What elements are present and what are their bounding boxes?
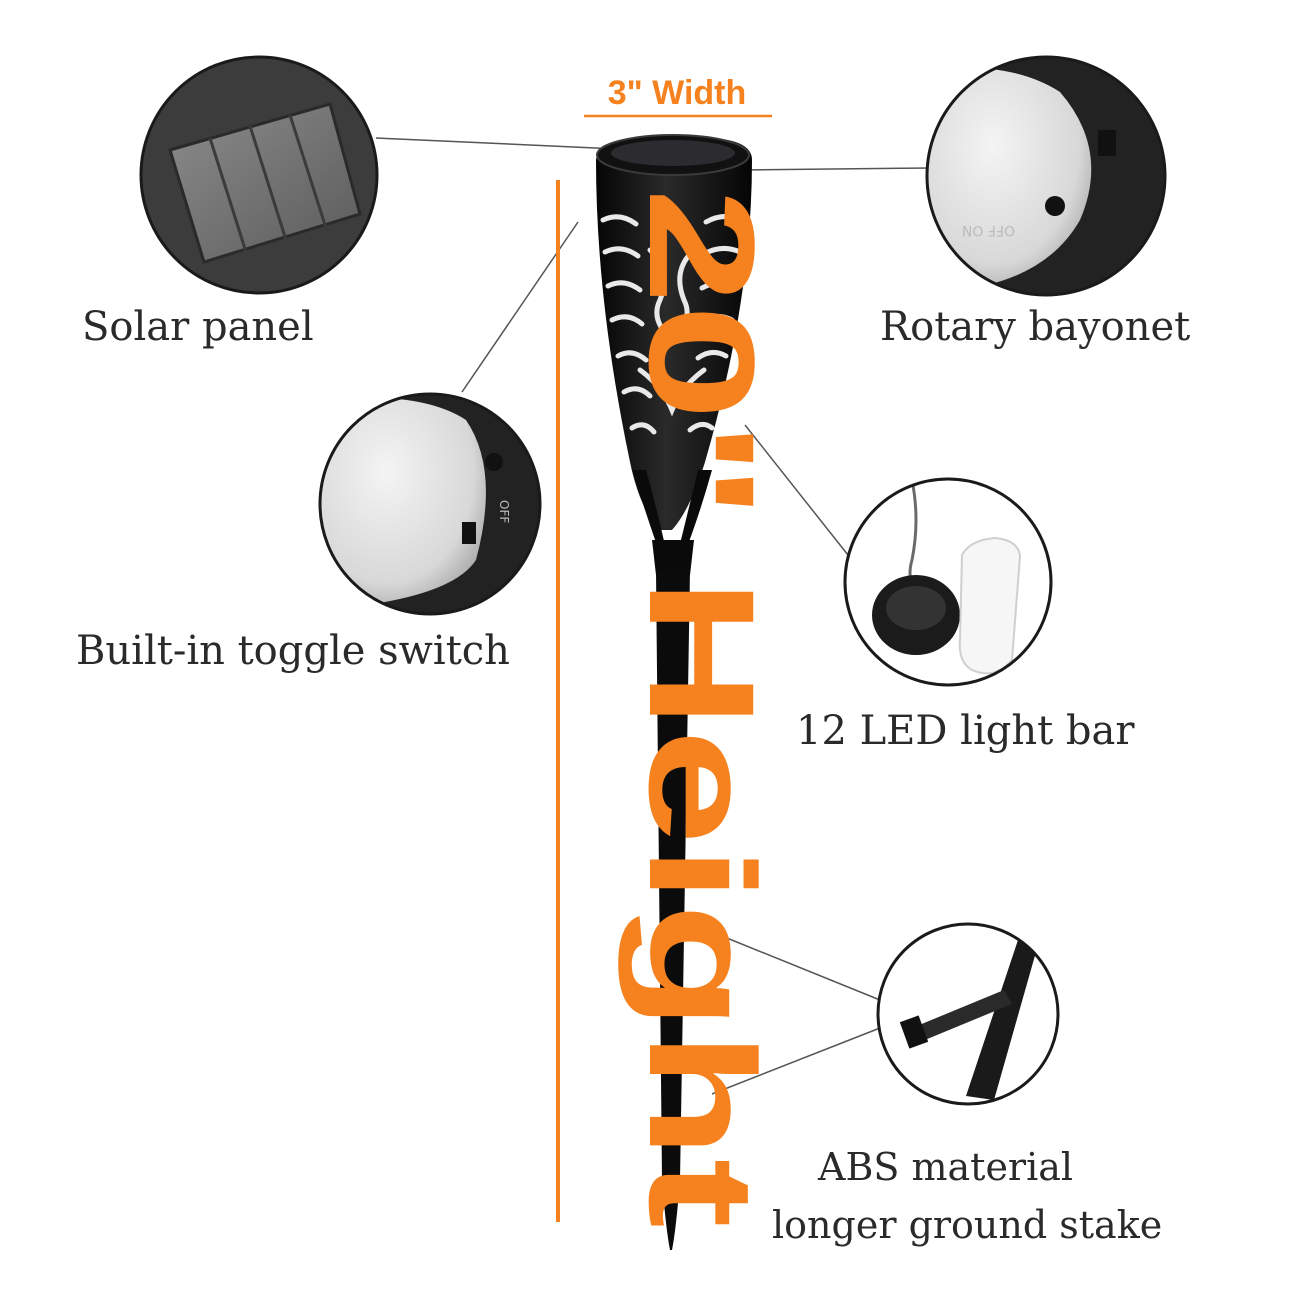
height-label: 20" Height	[618, 188, 786, 1228]
torch-neck-left	[632, 470, 668, 560]
torch-collar	[652, 540, 694, 575]
ground-stake-icon	[878, 924, 1058, 1104]
leader-solar-panel	[375, 137, 641, 151]
callout-solar-panel: Solar panel	[82, 55, 379, 350]
callout-led-bar: 12 LED light bar	[796, 477, 1135, 754]
leader-stake-bottom	[711, 1027, 881, 1095]
torch-neck-right	[676, 470, 712, 560]
flame-slots	[600, 214, 745, 435]
leader-led-bar	[744, 424, 849, 556]
leader-rotary-bayonet	[739, 167, 931, 171]
ground-stake-label-line2: longer ground stake	[772, 1203, 1162, 1247]
height-dimension: 20" Height	[556, 180, 786, 1228]
callout-rotary-bayonet: OFF ON Rotary bayonet	[880, 55, 1190, 350]
solar-panel-icon	[141, 57, 377, 293]
torch-solar-top	[611, 140, 735, 166]
leader-toggle-switch	[461, 221, 579, 393]
leader-stake-top	[711, 931, 881, 1001]
led-bar-label: 12 LED light bar	[796, 708, 1135, 754]
width-dimension: 3" Width	[584, 74, 772, 118]
led-bar-icon	[845, 479, 1051, 685]
width-label: 3" Width	[608, 74, 747, 112]
leader-lines	[375, 137, 931, 1095]
torch-body	[596, 138, 752, 530]
solar-torch-light	[596, 134, 752, 1250]
rotary-bayonet-label: Rotary bayonet	[880, 304, 1190, 350]
solar-panel-label: Solar panel	[82, 304, 314, 350]
toggle-switch-icon: OFF	[320, 394, 540, 614]
svg-text:OFF ON: OFF ON	[962, 222, 1015, 238]
svg-text:OFF: OFF	[497, 500, 511, 523]
bayonet-cap-icon: OFF ON	[927, 57, 1165, 295]
callout-toggle-switch: OFF Built-in toggle switch	[76, 392, 542, 674]
torch-stake	[656, 570, 690, 1250]
callout-ground-stake: ABS material longer ground stake	[772, 922, 1162, 1247]
ground-stake-label-line1: ABS material	[817, 1145, 1073, 1189]
toggle-switch-label: Built-in toggle switch	[76, 628, 510, 674]
